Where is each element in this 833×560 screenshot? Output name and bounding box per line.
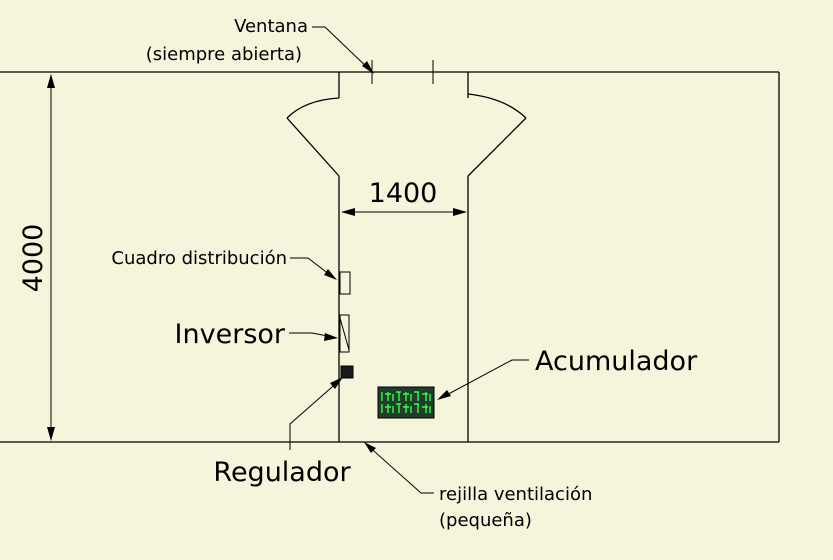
inverter: Inversor (175, 314, 350, 353)
distribution-panel: Cuadro distribución (111, 248, 351, 295)
width-dimension: 1400 (341, 178, 467, 216)
regulator: Regulador (213, 365, 354, 488)
inverter-label: Inversor (175, 319, 286, 350)
window-label: Ventana (234, 16, 308, 37)
inverter-box (339, 314, 350, 353)
height-dimension-label: 4000 (18, 224, 49, 293)
window-opening (286, 60, 527, 177)
grille-label: rejilla ventilación (439, 484, 592, 505)
distribution-panel-box (339, 271, 351, 295)
height-dimension: 4000 (18, 74, 55, 441)
ventilation-grille: rejilla ventilación (pequeña) (364, 442, 592, 531)
corridor-walls (338, 176, 469, 442)
room-outline (0, 71, 780, 443)
window-callout: Ventana (siempre abierta) (146, 16, 374, 74)
window-note: (siempre abierta) (146, 44, 302, 65)
battery-bank (377, 386, 435, 419)
battery-cells (381, 391, 431, 413)
accumulator-label: Acumulador (535, 346, 698, 377)
accumulator: Acumulador (377, 346, 698, 419)
width-dimension-label: 1400 (369, 178, 438, 209)
regulator-label: Regulador (213, 457, 351, 488)
regulator-box (340, 365, 354, 379)
distribution-panel-label: Cuadro distribución (111, 248, 287, 269)
grille-note: (pequeña) (439, 510, 532, 531)
